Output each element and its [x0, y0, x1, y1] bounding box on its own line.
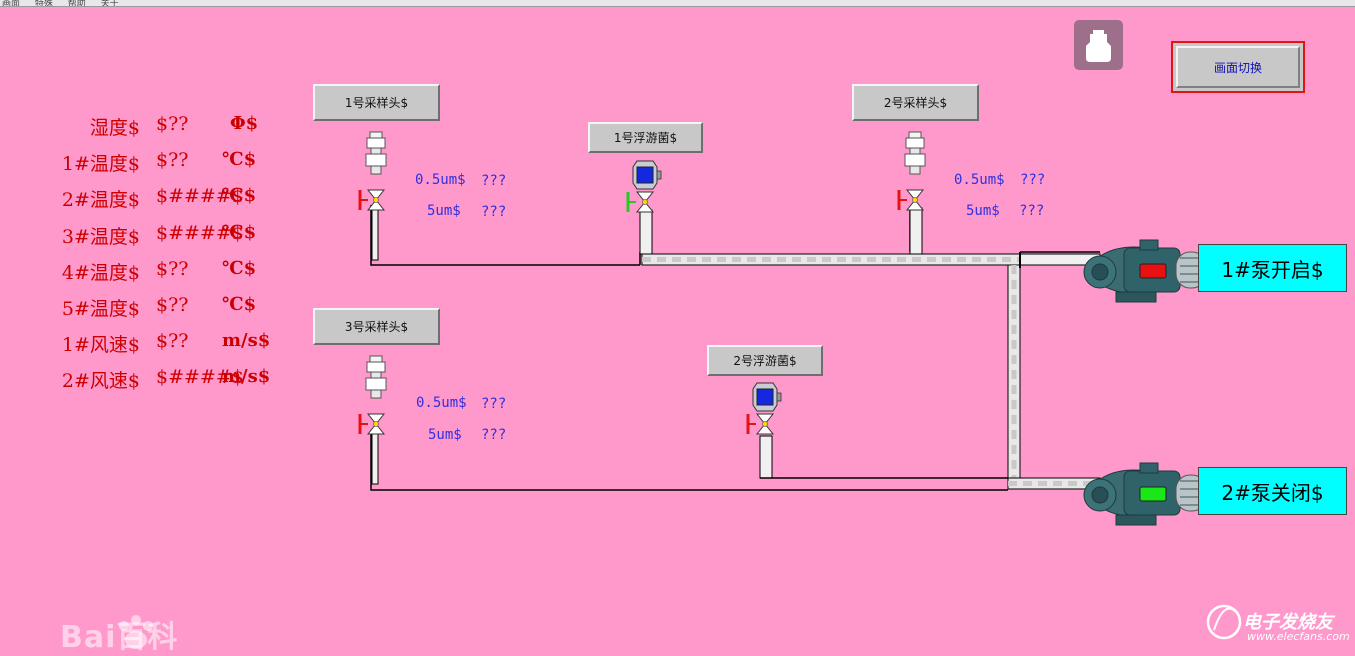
reading-unit: m/s$ — [222, 330, 271, 351]
reading-unit: ℃$ — [222, 258, 257, 279]
reading-label: 湿度$ — [89, 117, 140, 139]
reading-label: 3#温度$ — [61, 226, 140, 248]
sampler-2-head-icon — [897, 131, 926, 211]
elecfans-logo-icon — [1206, 604, 1242, 640]
reading-row-temp-2: 2#温度$ $####$ ℃$ — [0, 185, 300, 215]
screen-switch-button[interactable]: 画面切换 — [1171, 41, 1305, 93]
reading-label: 2#温度$ — [61, 189, 140, 211]
sampler-3-pm05-label: 0.5um$ — [416, 395, 467, 411]
sampler-1-head-icon — [358, 131, 387, 211]
reading-unit: Φ$ — [230, 113, 259, 134]
sampler-3-head-icon — [358, 355, 387, 435]
elecfans-watermark-title: 电子发烧友 — [1243, 612, 1333, 633]
menu-item-screen[interactable]: 画面 — [2, 0, 21, 7]
baidu-watermark: Bai百科 — [60, 620, 179, 655]
baidu-paw-icon — [119, 615, 153, 649]
reading-row-temp-1: 1#温度$ $?? ℃$ — [0, 149, 300, 179]
reading-row-wind-1: 1#风速$ $?? m/s$ — [0, 330, 300, 360]
reading-unit: m/s$ — [222, 366, 271, 387]
reading-unit: ℃$ — [222, 222, 257, 243]
reading-label: 1#温度$ — [61, 153, 140, 175]
reading-unit: ℃$ — [222, 294, 257, 315]
sampler-2-button[interactable]: 2号采样头$ — [852, 84, 979, 121]
sampler-3-button[interactable]: 3号采样头$ — [313, 308, 440, 345]
reading-value: $####$ — [156, 185, 244, 207]
floater-2-icon — [746, 382, 782, 435]
reading-row-temp-3: 3#温度$ $####$ ℃$ — [0, 222, 300, 252]
reading-value: $?? — [156, 258, 189, 280]
reading-value: $?? — [156, 330, 189, 352]
reading-value: $?? — [156, 113, 189, 135]
reading-label: 2#风速$ — [61, 370, 140, 392]
pump-1-icon — [1083, 239, 1207, 303]
floater-2-button[interactable]: 2号浮游菌$ — [707, 345, 823, 376]
sampler-3-pm5-value: ??? — [481, 427, 507, 443]
sampler-1-pm05-label: 0.5um$ — [415, 172, 466, 188]
sampler-1-pm05-value: ??? — [481, 173, 507, 189]
screen-switch-label: 画面切换 — [1176, 46, 1300, 88]
reading-value: $?? — [156, 149, 189, 171]
sampler-1-pm5-label: 5um$ — [427, 203, 461, 219]
reading-value: $####$ — [156, 366, 244, 388]
reading-unit: ℃$ — [222, 149, 257, 170]
reading-value: $?? — [156, 294, 189, 316]
floater-1-icon — [626, 160, 662, 213]
reading-unit: ℃$ — [222, 185, 257, 206]
reading-label: 5#温度$ — [61, 298, 140, 320]
reading-row-temp-5: 5#温度$ $?? ℃$ — [0, 294, 300, 324]
menu-item-help[interactable]: 帮助 — [67, 0, 86, 7]
elecfans-watermark-url: www.elecfans.com — [1247, 630, 1350, 643]
sampler-2-pm05-value: ??? — [1020, 172, 1046, 188]
reading-label: 4#温度$ — [61, 262, 140, 284]
usb-drive-glyph — [1086, 30, 1111, 62]
pump-1-status-button[interactable]: 1#泵开启$ — [1198, 244, 1347, 292]
pump-2-icon — [1083, 462, 1207, 526]
reading-row-temp-4: 4#温度$ $?? ℃$ — [0, 258, 300, 288]
sampler-2-pm5-label: 5um$ — [966, 203, 1000, 219]
sampler-1-pm5-value: ??? — [481, 204, 507, 220]
sampler-2-pm5-value: ??? — [1019, 203, 1045, 219]
reading-value: $####$ — [156, 222, 244, 244]
sampler-3-pm5-label: 5um$ — [428, 427, 462, 443]
sampler-3-pm05-value: ??? — [481, 396, 507, 412]
menu-item-special[interactable]: 特殊 — [34, 0, 53, 7]
reading-label: 1#风速$ — [61, 334, 140, 356]
reading-row-humidity: 湿度$ $?? Φ$ — [0, 113, 300, 143]
floater-1-button[interactable]: 1号浮游菌$ — [588, 122, 703, 153]
sampler-1-button[interactable]: 1号采样头$ — [313, 84, 440, 121]
sampler-2-pm05-label: 0.5um$ — [954, 172, 1005, 188]
usb-drive-icon[interactable] — [1074, 20, 1123, 70]
menu-item-about[interactable]: 关于 — [100, 0, 119, 7]
pump-2-status-button[interactable]: 2#泵关闭$ — [1198, 467, 1347, 515]
menu-bar: 画面 特殊 帮助 关于 — [0, 0, 1355, 7]
reading-row-wind-2: 2#风速$ $####$ m/s$ — [0, 366, 300, 396]
